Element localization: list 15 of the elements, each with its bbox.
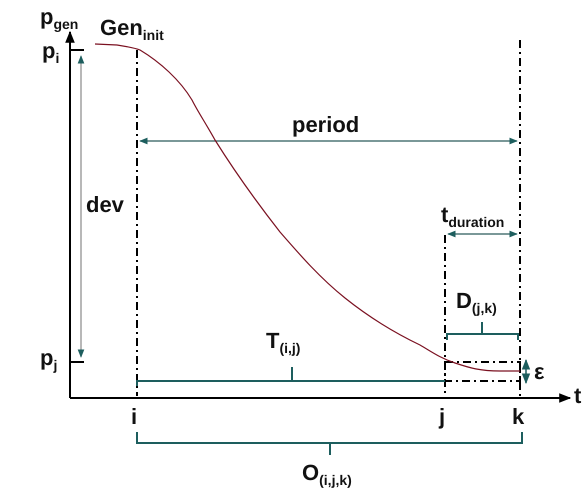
tick-label: i <box>131 406 138 428</box>
bracket-label: O$_{(i,j,k)}$ <box>302 462 352 487</box>
dimension-label: dev <box>86 194 124 216</box>
curve-label: Gen$_{init}$ <box>100 17 164 42</box>
dimension-label: t$_{duration}$ <box>441 204 504 229</box>
axis-label: t <box>574 385 582 407</box>
dimension-label: ε <box>534 361 544 383</box>
axis-label: p$_{gen}$ <box>40 6 78 31</box>
dimension-label: period <box>292 114 360 136</box>
tick-label: p$_{i}$ <box>42 40 60 65</box>
bracket-label: T$_{(i,j)}$ <box>266 330 300 355</box>
bracket-label: D$_{(j,k)}$ <box>456 290 497 315</box>
tick-label: j <box>439 406 446 428</box>
tick-label: p$_{j}$ <box>40 347 58 372</box>
tick-label: k <box>512 406 524 428</box>
